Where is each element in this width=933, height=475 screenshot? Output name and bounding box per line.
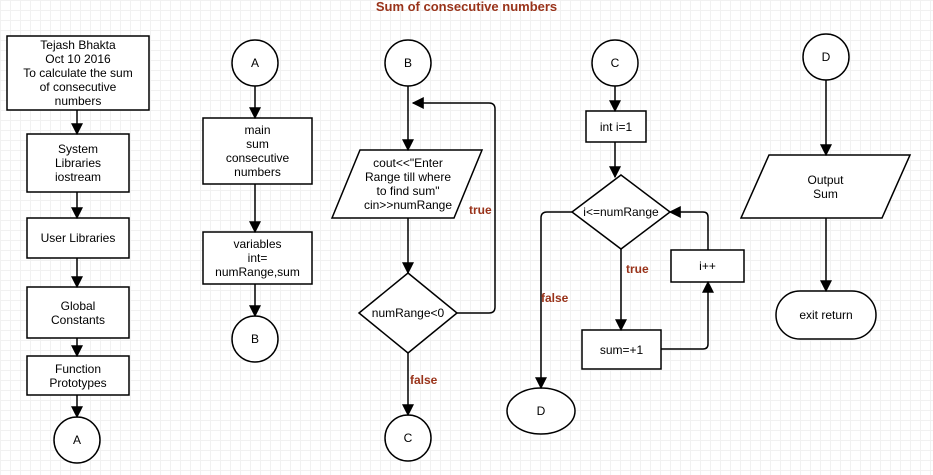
input-block: cout<<"Enter Range till where to find su… [363, 156, 453, 212]
loop-true-label: true [626, 262, 649, 276]
output-block: Output Sum [807, 172, 844, 201]
range-false-label: false [410, 373, 438, 387]
connector-b-top: B [403, 56, 412, 70]
connector-a-top: A [250, 56, 259, 70]
system-libraries-box: System Libraries iostream [54, 142, 102, 184]
header-box: Tejash Bhakta Oct 10 2016 To calculate t… [23, 38, 133, 108]
connector-b-bottom: B [250, 332, 259, 346]
sum-step-shape [581, 329, 662, 370]
input-parallelogram-shape [330, 149, 484, 219]
init-i-block: int i=1 [599, 119, 633, 134]
edge-loop-false-to-d [535, 211, 572, 390]
edge-decision-true-loop [411, 97, 496, 314]
range-decision: numRange<0 [371, 306, 445, 320]
system-libraries-shape [26, 133, 130, 193]
global-constants-shape [26, 286, 130, 339]
edge-increment-to-loop [668, 206, 709, 250]
exit-terminal: exit return [799, 308, 853, 322]
edge-sum-to-increment [661, 280, 714, 350]
user-libraries-box: User Libraries [40, 231, 116, 245]
main-block-shape [202, 117, 313, 185]
global-constants-box: Global Constants [50, 298, 106, 327]
init-i-shape [585, 110, 647, 143]
connector-d-top: D [821, 50, 831, 64]
connector-c-bottom: C [403, 431, 413, 445]
user-libraries-shape [26, 217, 130, 259]
loop-false-label: false [541, 291, 569, 305]
connector-a-bottom: A [72, 433, 81, 447]
sum-step-block: sum=+1 [599, 342, 644, 357]
header-box-shape [6, 35, 150, 111]
variables-block: variables int= numRange,sum [215, 237, 300, 279]
output-parallelogram-shape [739, 154, 912, 219]
function-prototypes-box: Function Prototypes [49, 361, 107, 390]
variables-block-shape [202, 231, 313, 285]
increment-i-block: i++ [699, 259, 716, 273]
diagram-title: Sum of consecutive numbers [375, 0, 558, 14]
range-true-label: true [469, 203, 492, 217]
loop-decision: i<=numRange [583, 205, 659, 219]
connector-d-bottom: D [536, 404, 546, 418]
connector-c-top: C [610, 56, 620, 70]
increment-i-shape [670, 249, 745, 283]
main-block: main sum consecutive numbers [225, 123, 290, 179]
